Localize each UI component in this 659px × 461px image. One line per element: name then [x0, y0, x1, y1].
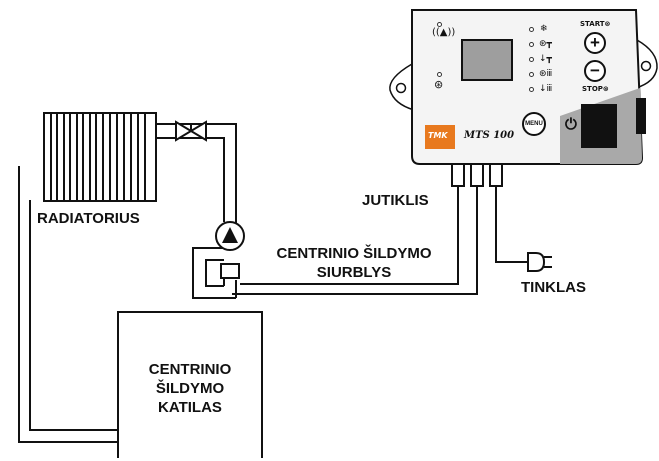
power-icon: ⏻: [565, 115, 577, 133]
cable-gland-3: [489, 163, 503, 187]
pump-label: CENTRINIO ŠILDYMO SIURBLYS: [254, 244, 454, 282]
pump-label-line1: CENTRINIO ŠILDYMO: [276, 245, 432, 262]
brand-logo: TMK: [428, 131, 448, 140]
side-connector: [636, 98, 646, 134]
lcd-display: [461, 39, 513, 81]
brand-block: [425, 125, 455, 149]
menu-button[interactable]: MENU: [522, 112, 546, 136]
cable-gland-1: [451, 163, 465, 187]
mains-label: TINKLAS: [521, 279, 586, 296]
boiler-label-line1: CENTRINIO: [148, 361, 232, 378]
sensor-label: JUTIKLIS: [362, 192, 429, 209]
radiator: [43, 112, 157, 202]
boiler-label-line2: ŠILDYMO: [155, 380, 225, 397]
radiator-icon: ⊛ⅲ: [539, 69, 553, 79]
model-name: MTS 100: [464, 130, 515, 141]
minus-button[interactable]: −: [584, 60, 606, 82]
snowflake-icon: ❄: [540, 24, 548, 34]
mode-led-4: [529, 72, 534, 77]
plus-symbol: +: [590, 33, 600, 52]
mode-led-3: [529, 57, 534, 62]
thermometer-radiator-icon: ↓ⅲ: [539, 84, 553, 94]
start-label-text: START: [580, 20, 605, 28]
mains-cable: [495, 186, 528, 263]
mode-led-1: [529, 27, 534, 32]
power-switch: [581, 104, 617, 148]
pump-indicator-icon: ⊛: [434, 78, 444, 91]
alarm-led: [437, 22, 442, 27]
supply-pipe-top-inner: [156, 137, 225, 222]
pump: [215, 221, 245, 279]
thermometer-icon: ↓┳: [539, 54, 552, 64]
boiler-label-line3: KATILAS: [158, 399, 222, 416]
radiator-label: RADIATORIUS: [37, 210, 140, 227]
plus-button[interactable]: +: [584, 32, 606, 54]
pump-label-line2: SIURBLYS: [316, 264, 392, 281]
pump-wire: [232, 186, 478, 295]
valve-icon: [175, 120, 207, 142]
stop-label: STOP⊗: [582, 85, 609, 93]
controller-device: [389, 9, 658, 187]
return-pipe-inner: [29, 200, 120, 431]
plug-icon: [527, 252, 552, 272]
pump-pipe-left-outer: [192, 247, 236, 299]
stop-label-text: STOP: [582, 85, 603, 93]
pump-led: [437, 72, 442, 77]
menu-button-label: MENU: [525, 121, 543, 127]
start-label: START⊗: [580, 20, 611, 28]
boiler: [117, 311, 263, 458]
boiler-label: CENTRINIO ŠILDYMO KATILAS: [120, 360, 260, 417]
alarm-icon: ((▲)): [432, 27, 456, 38]
minus-symbol: −: [590, 61, 600, 80]
mode-led-5: [529, 87, 534, 92]
tap-icon: ⊛┳: [539, 39, 552, 49]
supply-pipe-top-outer: [156, 123, 237, 230]
sensor-wire: [240, 186, 459, 285]
mode-led-2: [529, 42, 534, 47]
cable-gland-2: [470, 163, 484, 187]
pump-pipe-left-inner: [205, 259, 224, 287]
